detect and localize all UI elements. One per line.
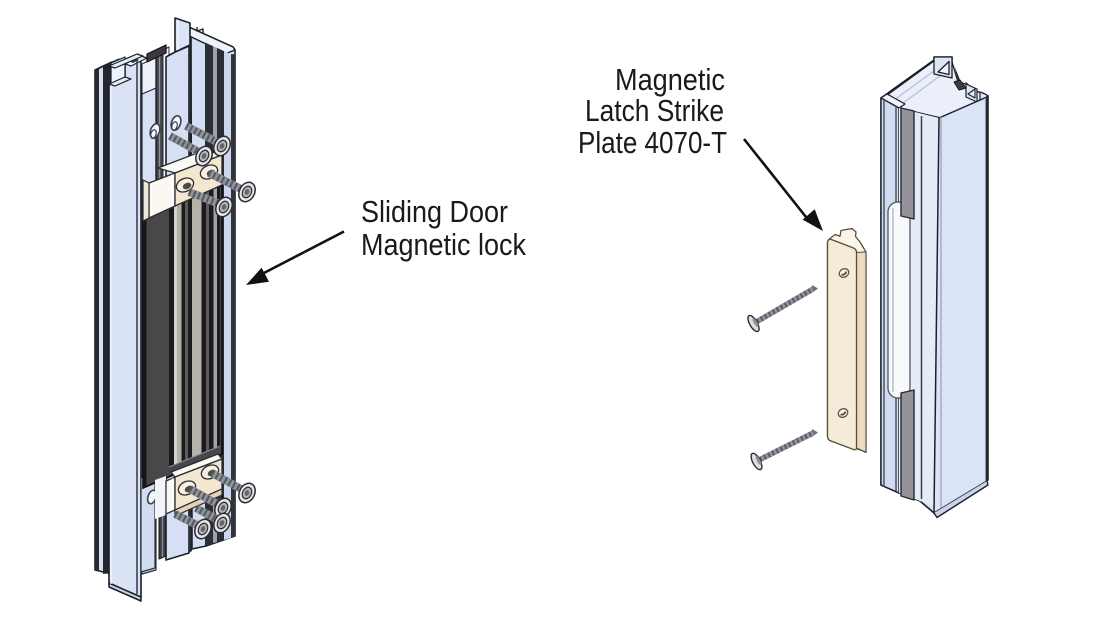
svg-text:Latch Strike: Latch Strike [585, 93, 724, 128]
svg-text:Magnetic lock: Magnetic lock [361, 227, 526, 262]
svg-text:Magnetic: Magnetic [615, 62, 725, 97]
svg-text:Sliding Door: Sliding Door [361, 194, 508, 229]
svg-text:Plate 4070-T: Plate 4070-T [578, 125, 727, 160]
